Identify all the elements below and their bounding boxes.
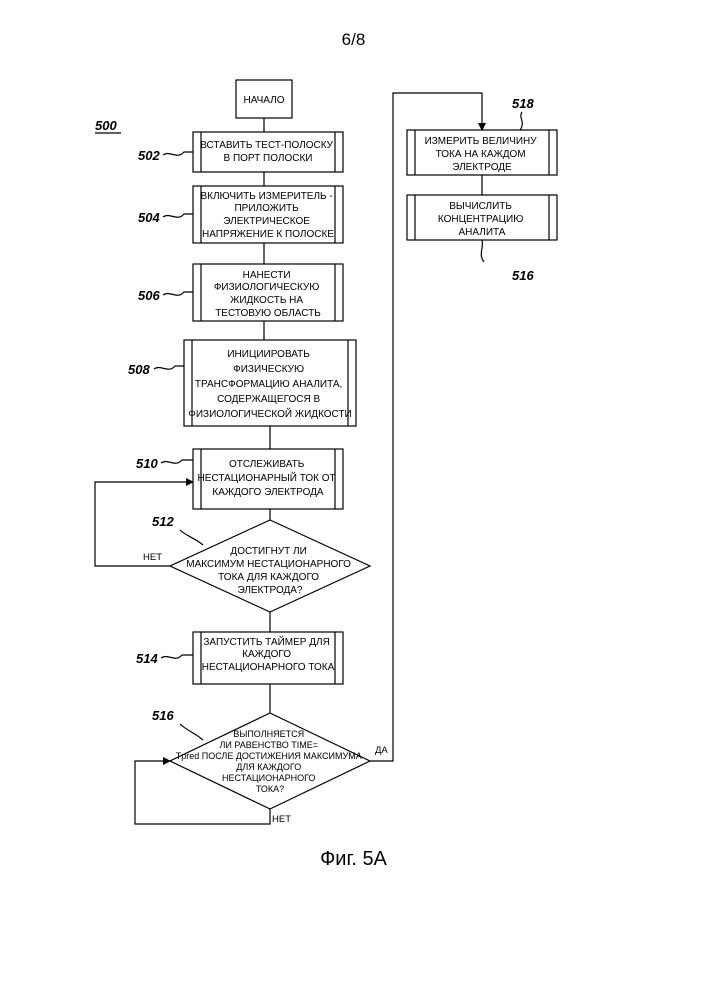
step-514-leader: [161, 655, 193, 658]
step-504-box: ВКЛЮЧИТЬ ИЗМЕРИТЕЛЬ - ПРИЛОЖИТЬ ЭЛЕКТРИЧ…: [193, 186, 343, 243]
step-calc-ref: 516: [512, 268, 534, 283]
step-calc-line: АНАЛИТА: [459, 227, 506, 238]
step-518-leader: [520, 112, 522, 130]
decision-516-line: ТОКА?: [256, 784, 284, 794]
decision-512-no-label: НЕТ: [143, 552, 162, 563]
step-514-line: КАЖДОГО: [242, 649, 291, 660]
step-508-leader: [154, 366, 184, 369]
step-calc-box: ВЫЧИСЛИТЬ КОНЦЕНТРАЦИЮ АНАЛИТА: [407, 195, 557, 240]
step-508-ref: 508: [128, 362, 150, 377]
diagram-ref-label: 500: [95, 118, 117, 133]
step-508-line: ИНИЦИИРОВАТЬ: [227, 349, 310, 360]
step-504-leader: [163, 214, 193, 217]
step-506-box: НАНЕСТИ ФИЗИОЛОГИЧЕСКУЮ ЖИДКОСТЬ НА ТЕСТ…: [193, 264, 343, 321]
step-510-line: НЕСТАЦИОНАРНЫЙ ТОК ОТ: [198, 471, 336, 484]
decision-512-leader: [180, 530, 203, 545]
step-508-line: ФИЗИЧЕСКУЮ: [233, 364, 304, 375]
decision-516-line: НЕСТАЦИОНАРНОГО: [222, 773, 315, 783]
step-506-leader: [163, 292, 193, 295]
step-518-ref: 518: [512, 96, 534, 111]
decision-512: ДОСТИГНУТ ЛИ МАКСИМУМ НЕСТАЦИОНАРНОГО ТО…: [170, 520, 370, 612]
step-514-line: НЕСТАЦИОНАРНОГО ТОКА: [202, 662, 335, 673]
step-518-line: ИЗМЕРИТЬ ВЕЛИЧИНУ: [425, 136, 538, 147]
step-502-line: ВСТАВИТЬ ТЕСТ-ПОЛОСКУ: [200, 140, 333, 151]
step-504-line: ВКЛЮЧИТЬ ИЗМЕРИТЕЛЬ -: [200, 191, 332, 202]
decision-516-line: ДЛЯ КАЖДОГО: [236, 762, 301, 772]
step-518-line: ТОКА НА КАЖДОМ: [436, 149, 526, 160]
step-502-leader: [163, 152, 193, 155]
step-508-line: ФИЗИОЛОГИЧЕСКОЙ ЖИДКОСТИ: [188, 407, 352, 420]
step-508-box: ИНИЦИИРОВАТЬ ФИЗИЧЕСКУЮ ТРАНСФОРМАЦИЮ АН…: [184, 340, 356, 426]
step-504-line: НАПРЯЖЕНИЕ К ПОЛОСКЕ: [202, 229, 334, 240]
decision-512-ref: 512: [152, 514, 174, 529]
step-504-line: ПРИЛОЖИТЬ: [234, 203, 299, 214]
step-506-line: ТЕСТОВУЮ ОБЛАСТЬ: [215, 308, 321, 319]
decision-512-line: ЭЛЕКТРОДА?: [237, 585, 302, 596]
step-506-line: ФИЗИОЛОГИЧЕСКУЮ: [214, 282, 320, 293]
step-518-line: ЭЛЕКТРОДЕ: [452, 162, 512, 173]
decision-516: ВЫПОЛНЯЕТСЯ ЛИ РАВЕНСТВО TIME= Tpred ПОС…: [170, 713, 370, 809]
decision-516-yes-label: ДА: [375, 745, 388, 756]
step-510-leader: [161, 460, 193, 463]
step-502-ref: 502: [138, 148, 160, 163]
decision-512-line: МАКСИМУМ НЕСТАЦИОНАРНОГО: [186, 559, 351, 570]
decision-512-line: ТОКА ДЛЯ КАЖДОГО: [218, 572, 319, 583]
step-510-line: ОТСЛЕЖИВАТЬ: [229, 459, 305, 470]
step-508-line: ТРАНСФОРМАЦИЮ АНАЛИТА,: [195, 379, 342, 390]
step-504-ref: 504: [138, 210, 160, 225]
step-510-box: ОТСЛЕЖИВАТЬ НЕСТАЦИОНАРНЫЙ ТОК ОТ КАЖДОГ…: [193, 449, 343, 509]
step-508-line: СОДЕРЖАЩЕГОСЯ В: [217, 394, 320, 405]
svg-text:НАЧАЛО: НАЧАЛО: [243, 95, 284, 106]
connector-516-yes: [370, 93, 482, 761]
step-502-line: В ПОРТ ПОЛОСКИ: [224, 153, 313, 164]
decision-516-ref: 516: [152, 708, 174, 723]
start-box: НАЧАЛО: [236, 80, 292, 118]
step-calc-leader: [481, 240, 484, 262]
step-506-ref: 506: [138, 288, 160, 303]
step-506-line: НАНЕСТИ: [243, 270, 291, 281]
step-518-box: ИЗМЕРИТЬ ВЕЛИЧИНУ ТОКА НА КАЖДОМ ЭЛЕКТРО…: [407, 130, 557, 175]
decision-512-line: ДОСТИГНУТ ЛИ: [230, 546, 306, 557]
step-calc-line: КОНЦЕНТРАЦИЮ: [438, 214, 523, 225]
decision-516-line: ВЫПОЛНЯЕТСЯ: [233, 729, 304, 739]
decision-516-leader: [180, 724, 203, 740]
decision-516-line: Tpred ПОСЛЕ ДОСТИЖЕНИЯ МАКСИМУМА: [176, 751, 362, 761]
decision-516-no-label: НЕТ: [272, 814, 291, 825]
step-calc-line: ВЫЧИСЛИТЬ: [449, 201, 512, 212]
step-510-line: КАЖДОГО ЭЛЕКТРОДА: [212, 487, 323, 498]
step-504-line: ЭЛЕКТРИЧЕСКОЕ: [223, 216, 310, 227]
decision-516-line: ЛИ РАВЕНСТВО TIME=: [220, 740, 318, 750]
step-514-box: ЗАПУСТИТЬ ТАЙМЕР ДЛЯ КАЖДОГО НЕСТАЦИОНАР…: [193, 632, 343, 684]
start-label: НАЧАЛО: [243, 95, 284, 106]
step-502-box: ВСТАВИТЬ ТЕСТ-ПОЛОСКУ В ПОРТ ПОЛОСКИ: [193, 132, 343, 172]
figure-caption: Фиг. 5А: [0, 848, 707, 871]
step-514-line: ЗАПУСТИТЬ ТАЙМЕР ДЛЯ: [203, 635, 329, 648]
step-506-line: ЖИДКОСТЬ НА: [230, 295, 303, 306]
step-514-ref: 514: [136, 651, 158, 666]
step-510-ref: 510: [136, 456, 158, 471]
